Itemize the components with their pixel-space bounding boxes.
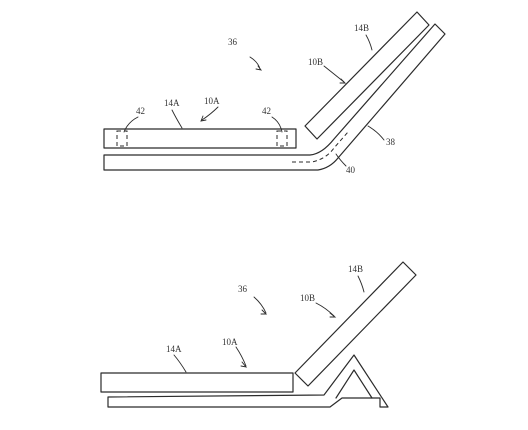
bottom-device-b-slab (294, 261, 417, 387)
top-leader-10a (201, 106, 219, 121)
bottom-device-a-slab (100, 372, 294, 393)
top-cover-outline (103, 23, 446, 171)
top-device-b-slab (304, 11, 430, 140)
bottom-arrow-10b (329, 312, 337, 318)
bottom-leader-36 (253, 296, 267, 314)
bottom-arrow-36 (260, 309, 268, 315)
figure-bottom: 36 14A 10A 14B 10B (100, 261, 417, 408)
top-leader-42-right (271, 116, 283, 133)
top-label-36: 36 (228, 37, 238, 47)
bottom-label-36: 36 (238, 284, 248, 294)
bottom-leader-14a (173, 354, 187, 373)
bottom-label-14a: 14A (166, 344, 182, 354)
figure-top: 36 14A 10A 42 42 14B 10B 38 40 (103, 11, 446, 175)
top-magnet-left (116, 130, 128, 147)
bottom-label-10a: 10A (222, 337, 238, 347)
top-leader-14a (171, 109, 183, 129)
top-label-10b: 10B (308, 57, 323, 67)
top-label-38: 38 (386, 137, 396, 147)
top-arrow-10b (339, 78, 347, 84)
top-leader-14b (365, 34, 373, 51)
bottom-label-14b: 14B (348, 264, 363, 274)
top-magnet-right (276, 130, 288, 147)
top-label-42-left: 42 (136, 106, 145, 116)
top-leader-38 (367, 125, 385, 141)
top-label-40: 40 (346, 165, 356, 175)
top-label-14b: 14B (354, 23, 369, 33)
top-label-42-right: 42 (262, 106, 271, 116)
top-device-a-slab (103, 128, 297, 149)
top-arrow-36 (255, 65, 263, 71)
top-leader-42-left (123, 116, 139, 133)
bottom-leader-10a (235, 346, 247, 367)
bottom-label-10b: 10B (300, 293, 315, 303)
bottom-leader-14b (357, 275, 365, 293)
top-arrow-10a (200, 115, 207, 122)
bottom-stand-inner (335, 369, 373, 399)
top-label-14a: 14A (164, 98, 180, 108)
top-label-10a: 10A (204, 96, 220, 106)
bottom-arrow-10a (240, 361, 248, 368)
top-leader-40 (335, 153, 347, 167)
bottom-cover-outline (107, 354, 389, 408)
